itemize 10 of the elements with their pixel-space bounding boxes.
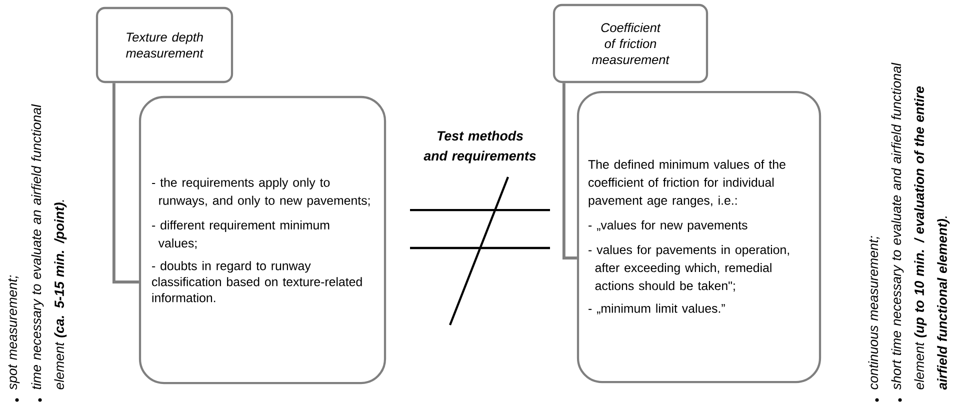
note-text: continuous measurement; — [868, 236, 880, 390]
center-heading: Test methods and requirements — [424, 130, 536, 164]
note-text: short time necessary to evaluate and airfield functional element (up to 10 min. / evaluation of the entire airfield functional element). — [891, 62, 950, 390]
connector-line — [112, 83, 139, 284]
connector-line — [562, 83, 577, 260]
heading-box: Coefficient of friction measurement — [552, 4, 708, 84]
rounded-text-box: The defined minimum values of the coefficient of friction for individual pavement age ranges, i.e.: - „values for new pavements - values for pavements in operation, after exceeding which, remedial actions should be taken"; - „minimum limit values.” — [576, 90, 822, 384]
note-text: spot measurement; — [8, 275, 20, 390]
heading-box: Texture depth measurement — [96, 6, 234, 84]
rounded-text-box: - the requirements apply only to runways, and only to new pavements; - different requirement minimum values; - doubts in regard to runway classification based on texture-related information. — [138, 96, 386, 384]
